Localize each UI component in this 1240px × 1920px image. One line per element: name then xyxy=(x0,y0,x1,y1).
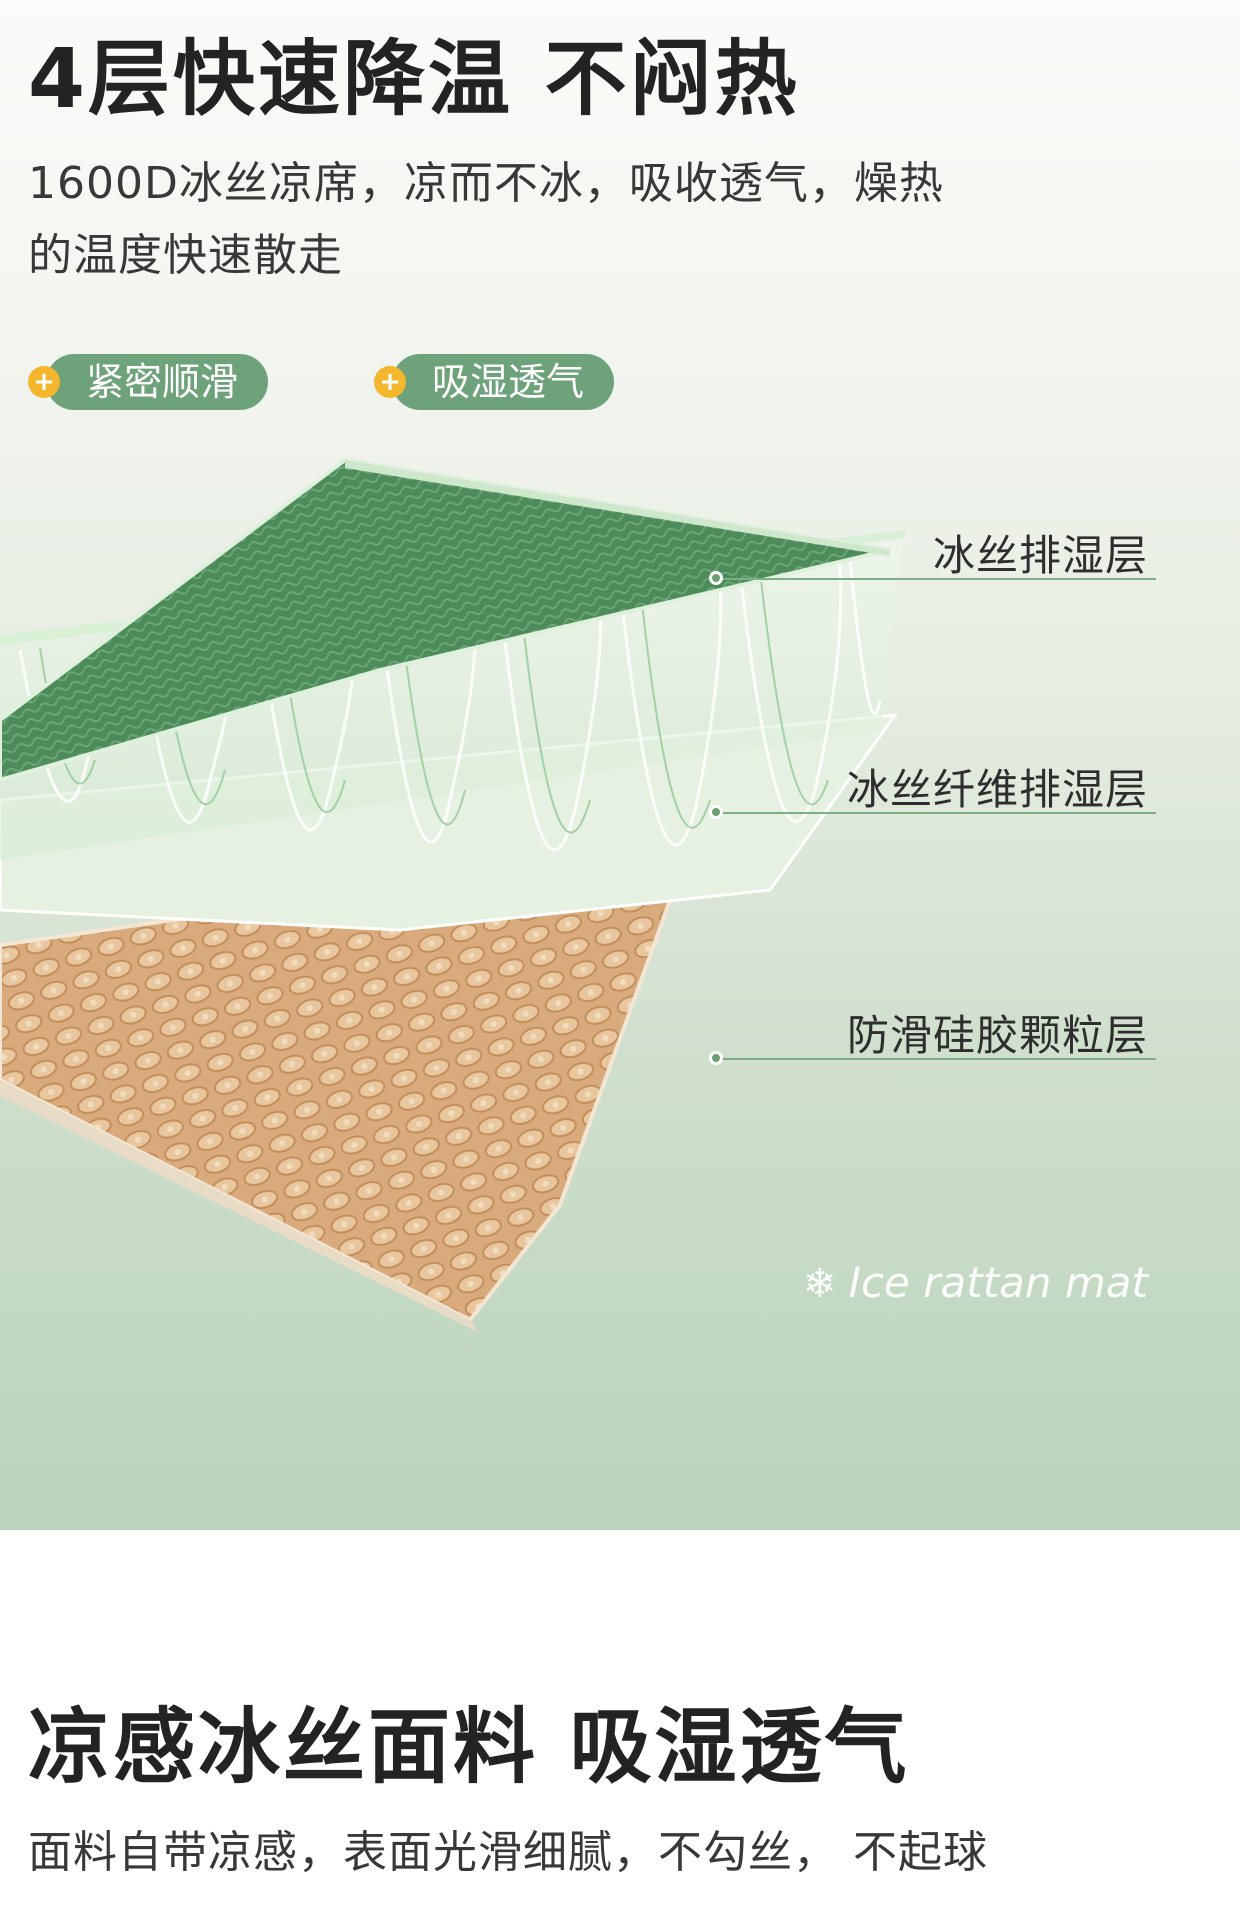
snowflake-icon: ❄ xyxy=(803,1261,837,1307)
feature-tag-breathable: + 吸湿透气 xyxy=(374,354,615,410)
callout-dot xyxy=(709,1051,723,1065)
fiber-strands xyxy=(18,559,882,852)
mat-layers-illustration xyxy=(0,457,905,1332)
product-layers-section: 4层快速降温 不闷热 1600D冰丝凉席，凉而不冰，吸收透气，燥热 的温度快速散… xyxy=(0,0,1240,1530)
callout-dot xyxy=(709,805,723,819)
callout-line xyxy=(716,578,1156,580)
feature-tag-label: 吸湿透气 xyxy=(432,360,585,404)
section-description-2: 面料自带凉感，表面光滑细腻，不勾丝， 不起球 xyxy=(28,1827,988,1878)
section-title: 4层快速降温 不闷热 xyxy=(28,32,800,127)
layer-label-silicone: 防滑硅胶颗粒层 xyxy=(846,1011,1148,1060)
layer-label-ice-silk: 冰丝排湿层 xyxy=(932,531,1148,580)
top-ice-silk-layer-shape xyxy=(0,457,891,783)
callout-dot xyxy=(709,571,723,585)
feature-tag-label: 紧密顺滑 xyxy=(86,360,239,404)
feature-tag-smooth: + 紧密顺滑 xyxy=(28,354,269,410)
section-title-2: 凉感冰丝面料 吸湿透气 xyxy=(28,1700,910,1795)
callout-line xyxy=(716,812,1156,814)
layer-label-fiber: 冰丝纤维排湿层 xyxy=(846,765,1148,814)
description-line-2: 的温度快速散走 xyxy=(28,230,343,281)
callout-line xyxy=(716,1058,1156,1060)
watermark: ❄Ice rattan mat xyxy=(803,1258,1148,1307)
plus-icon: + xyxy=(374,366,406,398)
plus-icon: + xyxy=(28,366,60,398)
section-description: 1600D冰丝凉席，凉而不冰，吸收透气，燥热 的温度快速散走 xyxy=(28,148,1028,292)
watermark-text: Ice rattan mat xyxy=(848,1258,1148,1307)
description-line-1: 1600D冰丝凉席，凉而不冰，吸收透气，燥热 xyxy=(28,158,944,209)
